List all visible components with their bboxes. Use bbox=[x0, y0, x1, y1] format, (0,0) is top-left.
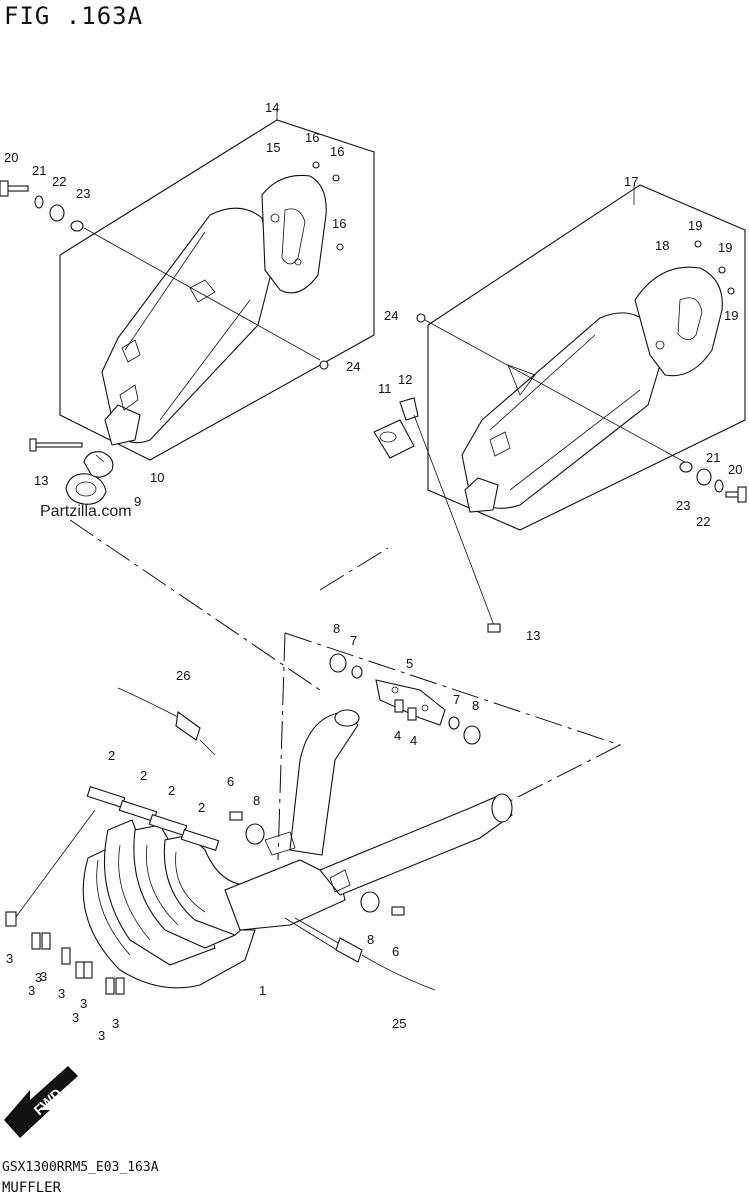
callout-labels: 1 2 2 2 2 3 3 3 3 3 3 3 3 3 4 4 5 6 6 7 … bbox=[4, 100, 742, 1043]
collar-7a bbox=[351, 665, 363, 679]
reference-code: GSX1300RRM5_E03_163A bbox=[2, 1160, 159, 1175]
callout-13: 13 bbox=[526, 628, 540, 643]
callout-20: 20 bbox=[4, 150, 18, 165]
right-hanger-axis bbox=[424, 319, 691, 466]
forward-arrow-icon: FWD bbox=[4, 1066, 78, 1138]
callout-3: 3 bbox=[35, 970, 42, 985]
header-studs bbox=[5, 809, 125, 995]
callout-3: 3 bbox=[80, 996, 87, 1011]
callout-21: 21 bbox=[706, 450, 720, 465]
oxygen-sensor-lower bbox=[294, 917, 436, 991]
callout-20: 20 bbox=[728, 462, 742, 477]
callout-3: 3 bbox=[72, 1010, 79, 1025]
callout-3: 3 bbox=[6, 951, 13, 966]
figure-title: FIG .163A bbox=[4, 2, 144, 30]
dash-left-connector bbox=[277, 632, 286, 861]
right-grommet-24 bbox=[416, 313, 426, 323]
left-grommet-24 bbox=[319, 360, 329, 370]
callout-18: 18 bbox=[655, 238, 669, 253]
callout-8: 8 bbox=[253, 793, 260, 808]
callout-14: 14 bbox=[265, 100, 279, 115]
grommet-8b bbox=[463, 725, 481, 745]
callout-17: 17 bbox=[624, 174, 638, 189]
collar-7b bbox=[448, 716, 460, 730]
left-muffler-end-cap bbox=[261, 174, 327, 294]
dash-right-connector bbox=[284, 632, 622, 886]
callout-16: 16 bbox=[305, 130, 319, 145]
callout-9: 9 bbox=[134, 494, 141, 509]
center-bracket bbox=[375, 679, 446, 726]
screw-16b bbox=[332, 174, 340, 182]
callout-8: 8 bbox=[333, 621, 340, 636]
callout-3: 3 bbox=[40, 969, 47, 984]
callout-6: 6 bbox=[227, 774, 234, 789]
dash-left-joint bbox=[69, 519, 321, 691]
exhaust-collector bbox=[224, 709, 513, 956]
callout-19: 19 bbox=[688, 218, 702, 233]
callout-5: 5 bbox=[406, 656, 413, 671]
left-muffler-body bbox=[101, 207, 273, 446]
grommet-8d bbox=[360, 891, 380, 913]
grommet-8c bbox=[245, 823, 265, 845]
callout-21: 21 bbox=[32, 163, 46, 178]
right-muffler-body bbox=[461, 312, 661, 513]
callout-16: 16 bbox=[330, 144, 344, 159]
callout-3: 3 bbox=[112, 1016, 119, 1031]
grommet-8a bbox=[329, 653, 347, 673]
callout-2: 2 bbox=[198, 800, 205, 815]
callout-8: 8 bbox=[472, 698, 479, 713]
callout-13: 13 bbox=[34, 473, 48, 488]
callout-19: 19 bbox=[718, 240, 732, 255]
callout-2: 2 bbox=[108, 748, 115, 763]
callout-2: 2 bbox=[168, 783, 175, 798]
exhaust-headers bbox=[82, 785, 259, 989]
callout-12: 12 bbox=[398, 372, 412, 387]
callout-25: 25 bbox=[392, 1016, 406, 1031]
left-hanger-fasteners bbox=[0, 180, 321, 361]
callout-11: 11 bbox=[378, 381, 392, 396]
callout-23: 23 bbox=[676, 498, 690, 513]
callout-4: 4 bbox=[394, 728, 401, 743]
callout-3: 3 bbox=[58, 986, 65, 1001]
callout-26: 26 bbox=[176, 668, 190, 683]
right-gasket-bracket bbox=[373, 397, 501, 633]
right-muffler-group-box bbox=[427, 184, 746, 531]
right-muffler-end-cap bbox=[634, 266, 723, 377]
callout-16: 16 bbox=[332, 216, 346, 231]
right-hanger-fasteners bbox=[679, 461, 747, 503]
callout-3: 3 bbox=[28, 983, 35, 998]
callout-6: 6 bbox=[392, 944, 399, 959]
callout-4: 4 bbox=[410, 733, 417, 748]
screw-19a bbox=[694, 240, 702, 248]
callout-24: 24 bbox=[346, 359, 360, 374]
screw-16c bbox=[336, 243, 344, 251]
callout-10: 10 bbox=[150, 470, 164, 485]
bolt-6a bbox=[229, 811, 243, 821]
screw-16a bbox=[312, 161, 320, 169]
oxygen-sensor-upper bbox=[117, 687, 216, 756]
callout-7: 7 bbox=[350, 633, 357, 648]
left-muffler-group-box bbox=[59, 108, 375, 461]
callout-3: 3 bbox=[98, 1028, 105, 1043]
screw-19c bbox=[727, 287, 735, 295]
callout-24: 24 bbox=[384, 308, 398, 323]
callout-1: 1 bbox=[259, 983, 266, 998]
callout-19: 19 bbox=[724, 308, 738, 323]
callout-22: 22 bbox=[696, 514, 710, 529]
dash-right-gasket bbox=[319, 547, 389, 591]
callout-23: 23 bbox=[76, 186, 90, 201]
callout-22: 22 bbox=[52, 174, 66, 189]
callout-8: 8 bbox=[367, 932, 374, 947]
callout-15: 15 bbox=[266, 140, 280, 155]
screw-19b bbox=[718, 266, 726, 274]
clamp-and-gasket bbox=[29, 438, 114, 505]
callout-7: 7 bbox=[453, 692, 460, 707]
bolt-6b bbox=[391, 906, 405, 916]
callout-2: 2 bbox=[140, 768, 147, 783]
watermark: Partzilla.com bbox=[40, 503, 132, 520]
figure-caption: MUFFLER bbox=[2, 1180, 62, 1196]
